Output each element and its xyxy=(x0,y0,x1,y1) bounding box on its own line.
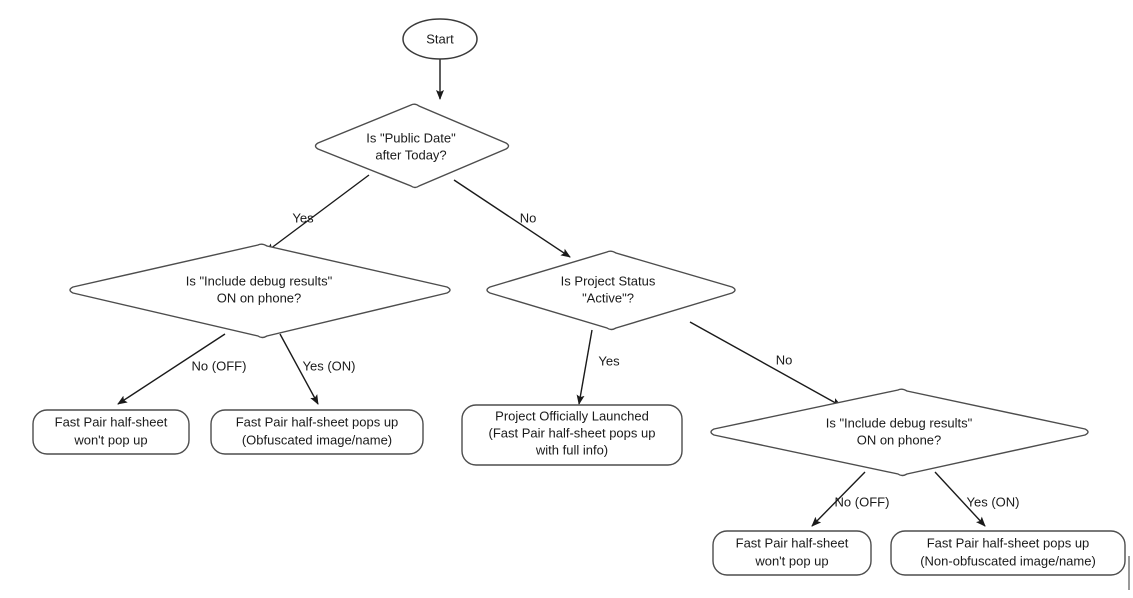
edge-label-public-date-no: No xyxy=(520,210,537,225)
edge-label-project-status-no: No xyxy=(776,352,793,367)
decision-public-date-shape xyxy=(314,103,510,189)
terminal-no-popup-left-line1: Fast Pair half-sheet xyxy=(55,414,168,429)
terminal-launched-shape xyxy=(461,404,683,466)
node-decision-public-date[interactable]: Is "Public Date" after Today? xyxy=(314,103,510,189)
terminal-no-popup-right-line2: won't pop up xyxy=(754,553,828,568)
edge-project-status-no: No xyxy=(689,321,842,407)
edge-label-debug-left-yes: Yes (ON) xyxy=(303,358,356,373)
node-terminal-no-popup-left[interactable]: Fast Pair half-sheet won't pop up xyxy=(32,409,190,455)
node-decision-debug-left[interactable]: Is "Include debug results" ON on phone? xyxy=(69,243,451,339)
decision-public-date-line2: after Today? xyxy=(375,147,446,162)
edge-project-status-yes: Yes xyxy=(576,329,620,405)
terminal-no-popup-left-line2: won't pop up xyxy=(73,432,147,447)
terminal-non-obfuscated-shape xyxy=(890,530,1126,576)
node-terminal-launched[interactable]: Project Officially Launched (Fast Pair h… xyxy=(461,404,683,466)
start-ellipse-shape xyxy=(402,18,478,60)
terminal-non-obfuscated-line2: (Non-obfuscated image/name) xyxy=(920,553,1096,568)
decision-debug-right-line1: Is "Include debug results" xyxy=(826,415,973,430)
terminal-no-popup-right-line1: Fast Pair half-sheet xyxy=(736,535,849,550)
terminal-obfuscated-line2: (Obfuscated image/name) xyxy=(242,432,392,447)
decision-project-status-line2: "Active"? xyxy=(582,290,634,305)
edge-debug-left-yes: Yes (ON) xyxy=(279,333,356,405)
edge-label-project-status-yes: Yes xyxy=(598,353,620,368)
edge-debug-right-no: No (OFF) xyxy=(811,471,890,527)
terminal-no-popup-left-shape xyxy=(32,409,190,455)
decision-debug-left-line1: Is "Include debug results" xyxy=(186,273,333,288)
decision-debug-left-line2: ON on phone? xyxy=(217,290,302,305)
edge-label-debug-right-no: No (OFF) xyxy=(835,494,890,509)
start-label: Start xyxy=(426,31,454,46)
edge-label-debug-left-no: No (OFF) xyxy=(192,358,247,373)
edge-public-date-yes: Yes xyxy=(265,174,370,253)
decision-project-status-shape xyxy=(486,250,736,331)
decision-debug-right-line2: ON on phone? xyxy=(857,432,942,447)
decision-project-status-line1: Is Project Status xyxy=(561,273,656,288)
node-terminal-obfuscated[interactable]: Fast Pair half-sheet pops up (Obfuscated… xyxy=(210,409,424,455)
edge-public-date-no: No xyxy=(453,179,571,258)
node-terminal-non-obfuscated[interactable]: Fast Pair half-sheet pops up (Non-obfusc… xyxy=(890,530,1126,576)
edge-label-public-date-yes: Yes xyxy=(292,210,314,225)
terminal-non-obfuscated-line1: Fast Pair half-sheet pops up xyxy=(927,535,1090,550)
terminal-launched-line3: with full info) xyxy=(535,442,608,457)
terminal-obfuscated-line1: Fast Pair half-sheet pops up xyxy=(236,414,399,429)
decision-debug-right-shape xyxy=(710,388,1089,477)
node-start[interactable]: Start xyxy=(402,18,478,60)
terminal-launched-line1: Project Officially Launched xyxy=(495,408,649,423)
terminal-launched-line2: (Fast Pair half-sheet pops up xyxy=(489,425,656,440)
decision-public-date-line1: Is "Public Date" xyxy=(366,130,456,145)
node-decision-project-status[interactable]: Is Project Status "Active"? xyxy=(486,250,736,331)
edge-label-debug-right-yes: Yes (ON) xyxy=(967,494,1020,509)
terminal-obfuscated-shape xyxy=(210,409,424,455)
node-decision-debug-right[interactable]: Is "Include debug results" ON on phone? xyxy=(710,388,1089,477)
terminal-no-popup-right-shape xyxy=(712,530,872,576)
edge-debug-left-no: No (OFF) xyxy=(117,333,247,405)
node-terminal-no-popup-right[interactable]: Fast Pair half-sheet won't pop up xyxy=(712,530,872,576)
edge-debug-right-yes: Yes (ON) xyxy=(934,471,1020,527)
decision-debug-left-shape xyxy=(69,243,451,339)
